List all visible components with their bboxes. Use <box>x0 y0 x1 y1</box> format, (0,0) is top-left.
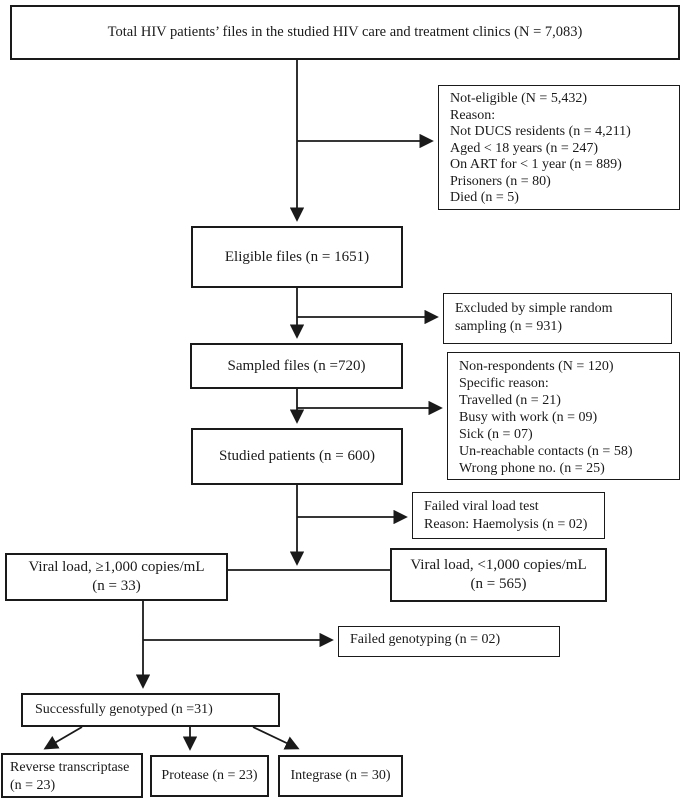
non-respondents-line: Busy with work (n = 09) <box>459 410 598 425</box>
box-non-respondents: Non-respondents (N = 120) Specific reaso… <box>447 352 680 480</box>
not-eligible-line: Died (n = 5) <box>450 190 519 205</box>
excluded-line: sampling (n = 931) <box>455 319 563 334</box>
box-failed-genotyping: Failed genotyping (n = 02) <box>338 626 560 657</box>
not-eligible-line: Not-eligible (N = 5,432) <box>450 91 587 106</box>
box-integrase: Integrase (n = 30) <box>278 755 403 797</box>
not-eligible-line: Reason: <box>450 107 496 123</box>
excluded-line: Excluded by simple random <box>455 301 613 316</box>
box-excluded-sampling: Excluded by simple random sampling (n = … <box>443 293 672 344</box>
arrow-genotyped-to-integrase <box>252 726 300 750</box>
viral-load-low-line: Viral load, <1,000 copies/mL <box>410 557 587 573</box>
box-studied-patients-label: Studied patients (n = 600) <box>219 448 375 465</box>
not-eligible-line: On ART for < 1 year (n = 889) <box>450 157 622 172</box>
non-respondents-line: Non-respondents (N = 120) <box>459 359 614 374</box>
box-reverse-transcriptase: Reverse transcriptase (n = 23) <box>1 753 143 798</box>
failed-viral-load-line: Reason: Haemolysis (n = 02) <box>424 517 588 532</box>
non-respondents-line: Wrong phone no. (n = 25) <box>459 461 605 476</box>
failed-viral-load-line: Failed viral load test <box>424 499 539 514</box>
viral-load-low-line: (n = 565) <box>470 576 527 592</box>
non-respondents-line: Specific reason: <box>459 376 549 391</box>
not-eligible-line: Prisoners (n = 80) <box>450 173 551 189</box>
non-respondents-line: Travelled (n = 21) <box>459 393 561 408</box>
not-eligible-line: Aged < 18 years (n = 247) <box>450 140 598 156</box>
viral-load-high-line: Viral load, ≥1,000 copies/mL <box>28 559 205 575</box>
viral-load-high-line: (n = 33) <box>92 578 141 594</box>
box-total-patients: Total HIV patients’ files in the studied… <box>10 5 680 60</box>
box-eligible-files-label: Eligible files (n = 1651) <box>224 248 370 265</box>
not-eligible-line: Not DUCS residents (n = 4,211) <box>450 124 631 139</box>
box-successfully-genotyped-label: Successfully genotyped (n =31) <box>35 702 213 717</box>
box-sampled-files-label: Sampled files (n =720) <box>227 357 366 374</box>
box-sampled-files: Sampled files (n =720) <box>190 343 403 389</box>
box-viral-load-high: Viral load, ≥1,000 copies/mL (n = 33) <box>5 553 228 601</box>
box-successfully-genotyped: Successfully genotyped (n =31) <box>21 693 280 727</box>
non-respondents-line: Un-reachable contacts (n = 58) <box>459 444 633 459</box>
box-failed-genotyping-label: Failed genotyping (n = 02) <box>350 632 501 647</box>
box-integrase-label: Integrase (n = 30) <box>290 767 391 783</box>
non-respondents-line: Sick (n = 07) <box>459 427 533 442</box>
arrow-genotyped-to-rt <box>43 726 83 750</box>
box-not-eligible: Not-eligible (N = 5,432) Reason: Not DUC… <box>438 85 680 210</box>
box-viral-load-low: Viral load, <1,000 copies/mL (n = 565) <box>390 548 607 602</box>
box-total-patients-label: Total HIV patients’ files in the studied… <box>107 24 583 41</box>
box-failed-viral-load: Failed viral load test Reason: Haemolysi… <box>412 492 605 539</box>
box-protease: Protease (n = 23) <box>150 755 269 797</box>
box-studied-patients: Studied patients (n = 600) <box>191 428 403 485</box>
box-protease-label: Protease (n = 23) <box>161 767 258 783</box>
reverse-transcriptase-line: (n = 23) <box>10 777 56 793</box>
box-eligible-files: Eligible files (n = 1651) <box>191 226 403 288</box>
reverse-transcriptase-line: Reverse transcriptase <box>10 760 130 775</box>
